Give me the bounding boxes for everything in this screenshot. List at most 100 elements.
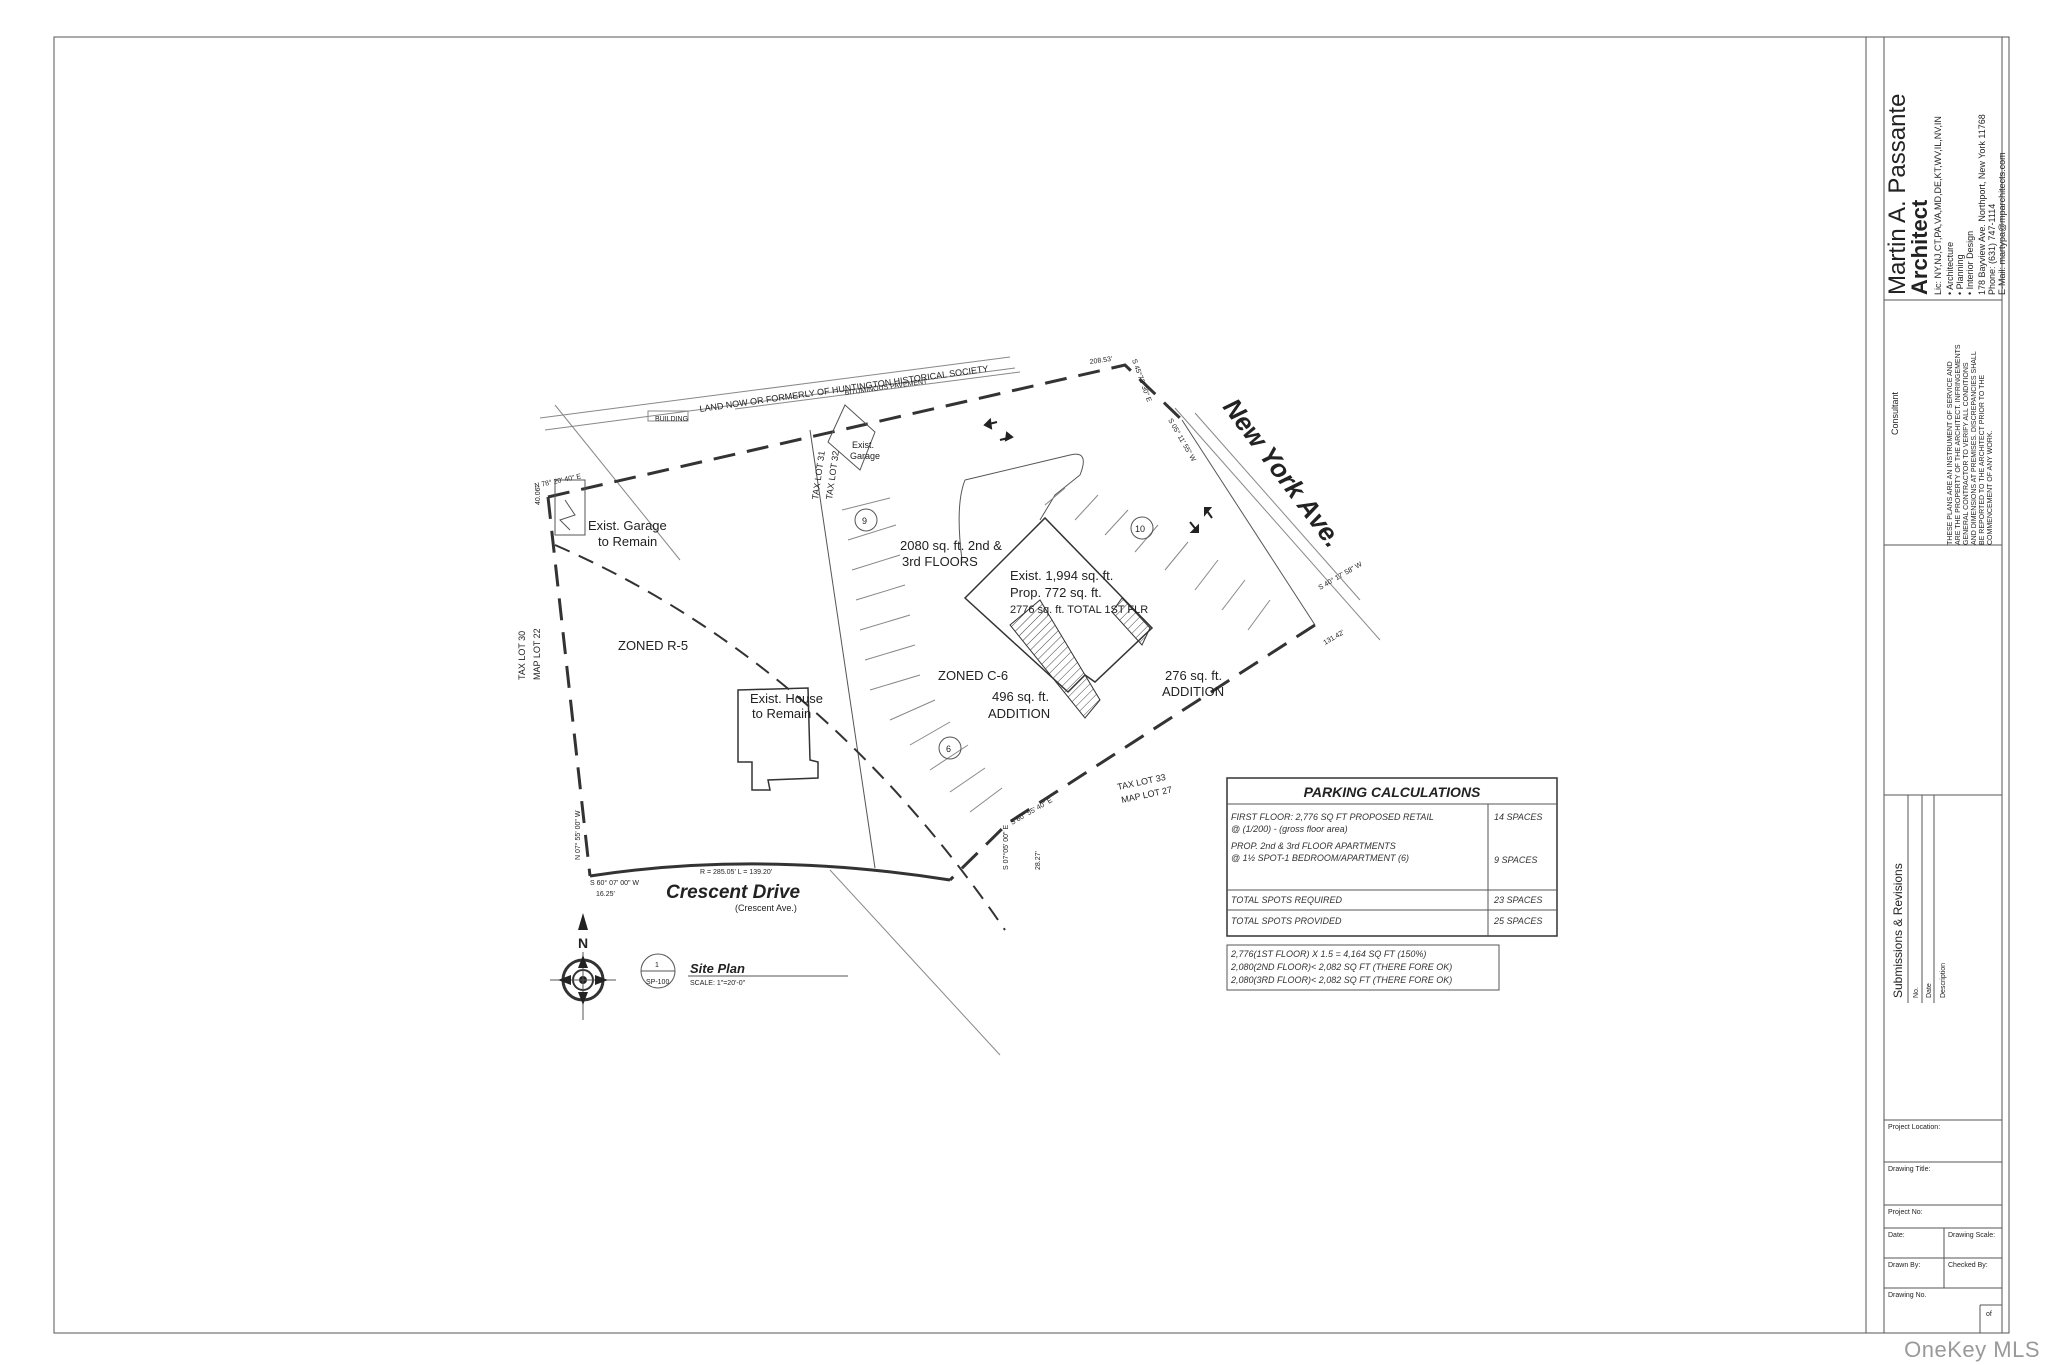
north-letter: N [578, 935, 588, 951]
stall-count-circle-10 [1130, 516, 1154, 540]
bearing-12: 28.27' [1035, 851, 1042, 870]
detail-scale: SCALE: 1"=20'-0" [690, 980, 746, 987]
consultant-label: Consultant [1890, 391, 1900, 435]
stall-line [949, 767, 986, 793]
parking-row2-line2: @ 1½ SPOT-1 BEDROOM/APARTMENT (6) [1231, 853, 1409, 863]
revisions-no: No. [1913, 987, 1920, 998]
service-architecture: • Architecture [1945, 242, 1955, 295]
architect-address: 178 Bayview Ave. Northport, New York 117… [1977, 114, 1987, 295]
parking-curb [958, 479, 966, 561]
stall-line [1104, 509, 1129, 536]
parking-island [964, 453, 1084, 521]
context-line-2 [829, 869, 1001, 1056]
titleblock-frame [1883, 36, 2003, 1334]
arrow-head [1204, 507, 1213, 517]
parking-row3-label: TOTAL SPOTS REQUIRED [1231, 895, 1343, 905]
architect-role: Architect [1907, 199, 1932, 295]
addition-496-label-1: 496 sq. ft. [992, 689, 1049, 704]
project-location-label: Project Location: [1888, 1124, 1940, 1131]
bearing-11: S 07°05' 00" E [1002, 825, 1010, 870]
detail-title: 1 SP-100 Site Plan SCALE: 1"=20'-0" [640, 953, 848, 989]
map-lot-22: MAP LOT 22 [532, 628, 542, 680]
total-area-label: 2776 sq. ft. TOTAL 1ST FLR [1010, 604, 1148, 616]
service-planning: • Planning [1955, 254, 1965, 295]
stall-line [859, 614, 911, 631]
curve-data: R = 285.05' L = 139.20' [700, 869, 772, 876]
stall-line [1044, 487, 1066, 506]
detail-sheet: SP-100 [646, 979, 669, 986]
far-line-3: 2,080(3RD FLOOR)< 2,082 SQ FT (THERE FOR… [1230, 975, 1452, 985]
prop-area-label: Prop. 772 sq. ft. [1010, 585, 1102, 600]
existing-house [737, 687, 819, 791]
parking-row1-line1: FIRST FLOOR: 2,776 SQ FT PROPOSED RETAIL [1231, 812, 1434, 822]
addition-276-label-1: 276 sq. ft. [1165, 668, 1222, 683]
building-label: BUILDING [655, 416, 688, 423]
south-east-boundary [948, 623, 1316, 882]
garage-symbol [559, 499, 576, 531]
north-arrow-icon: N [550, 913, 616, 1020]
watermark: OneKey MLS [1904, 1337, 2040, 1362]
crescent-drive-label: Crescent Drive [666, 882, 801, 903]
addition-496 [1009, 599, 1101, 719]
service-interior: • Interior Design [1965, 231, 1975, 295]
crescent-ave-label: (Crescent Ave.) [735, 903, 797, 913]
drawing-title-label: Drawing Title: [1888, 1166, 1930, 1173]
stall-line [847, 524, 897, 541]
compass-point-w [558, 975, 571, 985]
lot-line [809, 429, 876, 869]
small-garage [827, 404, 876, 471]
west-boundary [546, 496, 592, 877]
traffic-arrows [983, 417, 1213, 533]
crescent-drive-edge [589, 862, 951, 882]
bearing-9: N 07° 55' 00" W [574, 810, 582, 860]
title-block: Martin A. Passante Architect Lic: NY,NJ,… [1884, 94, 2007, 1333]
compass-point-e [595, 975, 608, 985]
bearing-13: 40.06' [535, 486, 542, 505]
house-label-1: Exist. House [750, 691, 823, 706]
adjoining-land-line [539, 356, 1011, 419]
parking-row2-value: 9 SPACES [1494, 855, 1537, 865]
bearing-10: S 60° 55' 40" E [1009, 796, 1054, 827]
north-boundary [547, 363, 1184, 499]
stall-line [851, 554, 901, 571]
compass-point-s [578, 992, 588, 1005]
checked-by-label: Checked By: [1948, 1262, 1988, 1269]
bearing-5: S 05° 11' 55" W [1166, 417, 1197, 463]
stall-line [1194, 559, 1219, 591]
arrow-head [1004, 431, 1014, 442]
bearing-3: S 45°73' 30" E [1130, 358, 1153, 403]
project-no-label: Project No: [1888, 1209, 1923, 1216]
architect-phone: Phone: (631) 747-1114 [1987, 204, 1997, 295]
disclaimer-line-2: ARE THE PROPERTY OF THE ARCHITECT. INFRI… [1955, 344, 1962, 545]
street-edge-2 [1194, 412, 1361, 601]
detail-title-text: Site Plan [690, 961, 745, 976]
disclaimer-line-5: BE REPORTED TO THE ARCHITECT PRIOR TO TH… [1979, 375, 1986, 545]
stall-count-6: 6 [946, 744, 951, 754]
stall-line [889, 699, 936, 721]
sheet-border [53, 36, 2010, 1334]
stall-count-circle-6 [938, 736, 962, 760]
zone-r5-label: ZONED R-5 [618, 638, 688, 653]
date-label: Date: [1888, 1232, 1905, 1239]
parking-calculations-table: PARKING CALCULATIONS FIRST FLOOR: 2,776 … [1226, 777, 1558, 937]
bearing-7: S 60° 07' 00" W [590, 879, 639, 887]
parking-row1-value: 14 SPACES [1494, 812, 1542, 822]
parking-row4-label: TOTAL SPOTS PROVIDED [1231, 916, 1342, 926]
architect-license: Lic: NY,NJ,CT,PA,VA,MD,DE,KT,WV,IL,NV,IN [1933, 116, 1943, 295]
north-arrow-head [578, 913, 588, 930]
r5-zone-arc [554, 544, 1006, 931]
arrow-head [1189, 523, 1199, 533]
garage-outline [554, 479, 586, 536]
parking-stalls [841, 487, 1271, 813]
disclaimer: THESE PLANS ARE AN INSTRUMENT OF SERVICE… [1947, 344, 1994, 545]
far-box-frame [1226, 944, 1500, 991]
drawn-by-label: Drawn By: [1888, 1262, 1920, 1269]
parking-row3-value: 23 SPACES [1493, 895, 1542, 905]
stall-count-circle-9 [854, 508, 878, 532]
detail-number: 1 [655, 962, 659, 969]
stall-line [909, 721, 951, 746]
stall-count-10: 10 [1135, 524, 1145, 534]
stall-line [929, 744, 969, 771]
addition-276-label-2: ADDITION [1162, 684, 1224, 699]
